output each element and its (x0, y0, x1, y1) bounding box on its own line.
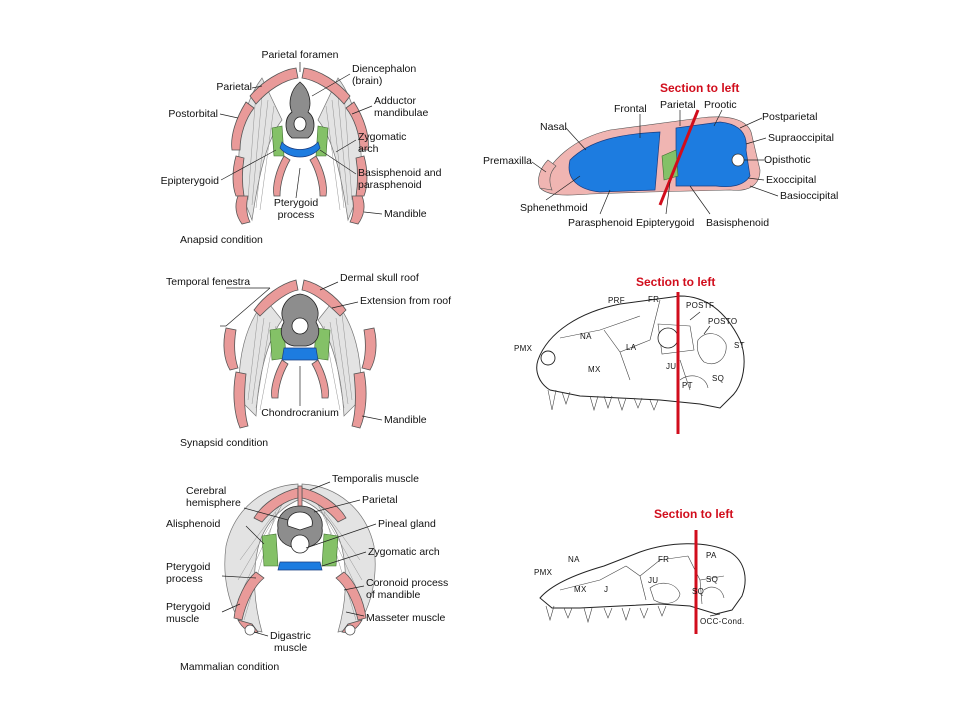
label-exoccipital: Exoccipital (766, 174, 816, 186)
label-mx-mam: MX (574, 585, 587, 594)
label-na-mam: NA (568, 555, 580, 564)
label-cerebral: Cerebral (186, 485, 226, 497)
label-pterygoid-process-mam-sub: process (166, 573, 203, 585)
label-chondrocranium: Chondrocranium (261, 407, 339, 419)
label-cerebral-sub: hemisphere (186, 497, 241, 509)
synapsid-cross-section: Temporal fenestra Dermal skull roof Exte… (166, 272, 451, 449)
label-zygomatic-mam: Zygomatic arch (368, 546, 440, 558)
label-pterygoid-muscle-sub: muscle (166, 613, 199, 625)
label-pterygoid-process: Pterygoid (274, 197, 319, 209)
label-prootic: Prootic (704, 99, 737, 111)
label-ju-mam: JU (648, 576, 658, 585)
anapsid-cross-section: Parietal foramen Parietal Postorbital Ep… (161, 49, 442, 246)
label-parietal: Parietal (216, 81, 252, 93)
label-sphenethmoid: Sphenethmoid (520, 202, 588, 214)
label-coronoid-sub: of mandible (366, 589, 420, 601)
label-postf: POSTF (686, 301, 714, 310)
label-temporal-fenestra: Temporal fenestra (166, 276, 250, 288)
label-pmx-syn: PMX (514, 344, 533, 353)
label-zygomatic: Zygomatic (358, 131, 406, 143)
label-temporalis: Temporalis muscle (332, 473, 419, 485)
label-postorbital: Postorbital (168, 108, 218, 120)
label-sq-syn: SQ (712, 374, 724, 383)
label-ju-syn: JU (666, 362, 676, 371)
lateral-anapsid-skull: Section to left Nasal Frontal Parietal P… (483, 81, 838, 229)
label-fr-mam: FR (658, 555, 669, 564)
label-opisthotic: Opisthotic (764, 154, 811, 166)
caption-synapsid: Synapsid condition (180, 437, 268, 449)
label-supraoccipital: Supraoccipital (768, 132, 834, 144)
label-mx-syn: MX (588, 365, 601, 374)
label-na-syn: NA (580, 332, 592, 341)
section-label-mammal: Section to left (654, 507, 733, 521)
label-sq-mam-2: SQ (692, 587, 704, 596)
label-adductor: Adductor (374, 95, 417, 107)
section-line-anapsid (658, 109, 700, 206)
label-j: J (604, 585, 608, 594)
label-diencephalon-sub: (brain) (352, 75, 382, 87)
label-pterygoid-muscle: Pterygoid (166, 601, 211, 613)
label-frontal: Frontal (614, 103, 647, 115)
label-zygomatic-sub: arch (358, 143, 379, 155)
label-occ-cond: OCC-Cond. (700, 617, 745, 626)
label-prf: PRF (608, 296, 625, 305)
synapsid-muscle-fibers (247, 313, 353, 411)
label-pa: PA (706, 551, 717, 560)
label-pterygoid-process-mam: Pterygoid (166, 561, 211, 573)
label-alisphenoid: Alisphenoid (166, 518, 220, 530)
lateral-synapsid-skull: Section to left PRF FR POSTF POSTO PMX N… (514, 275, 745, 434)
label-pterygoid-process-sub: process (278, 209, 315, 221)
label-diencephalon: Diencephalon (352, 63, 416, 75)
label-posto: POSTO (708, 317, 737, 326)
label-nasal: Nasal (540, 121, 567, 133)
lateral-mammal-skull: Section to left NA FR PA PMX MX J JU SQ … (534, 507, 746, 634)
label-basisphenoid: Basisphenoid and (358, 167, 442, 179)
label-pineal: Pineal gland (378, 518, 436, 530)
label-parietal-foramen: Parietal foramen (261, 49, 338, 61)
label-postparietal: Postparietal (762, 111, 817, 123)
label-la: LA (626, 343, 637, 352)
anapsid-muscle-fibers (247, 91, 353, 211)
label-masseter: Masseter muscle (366, 612, 446, 624)
label-mandible-syn: Mandible (384, 414, 427, 426)
label-parietal-mam: Parietal (362, 494, 398, 506)
synapsid-teeth (547, 389, 659, 412)
label-epipterygoid-lat: Epipterygoid (636, 217, 695, 229)
label-extension-roof: Extension from roof (360, 295, 451, 307)
label-basioccipital: Basioccipital (780, 190, 838, 202)
label-st: ST (734, 341, 745, 350)
section-label-synapsid: Section to left (636, 275, 715, 289)
label-coronoid: Coronoid process (366, 577, 448, 589)
label-parietal-lat: Parietal (660, 99, 696, 111)
caption-anapsid: Anapsid condition (180, 234, 263, 246)
label-parasphenoid: Parasphenoid (568, 217, 633, 229)
label-digastric-sub: muscle (274, 642, 307, 654)
mammalian-cross-section: Temporalis muscle Cerebral hemisphere Pa… (166, 473, 448, 673)
label-mandible: Mandible (384, 208, 427, 220)
mammal-teeth (545, 605, 667, 624)
label-basisphenoid-lat: Basisphenoid (706, 217, 769, 229)
label-digastric: Digastric (270, 630, 311, 642)
label-epipterygoid: Epipterygoid (161, 175, 220, 187)
label-sq-mam-1: SQ (706, 575, 718, 584)
label-fr: FR (648, 295, 659, 304)
label-pmx-mam: PMX (534, 568, 553, 577)
label-basisphenoid-sub: parasphenoid (358, 179, 422, 191)
section-label-anapsid: Section to left (660, 81, 739, 95)
label-dermal-roof: Dermal skull roof (340, 272, 419, 284)
label-premaxilla: Premaxilla (483, 155, 532, 167)
caption-mammalian: Mammalian condition (180, 661, 279, 673)
label-adductor-sub: mandibulae (374, 107, 428, 119)
label-pt: PT (682, 381, 693, 390)
